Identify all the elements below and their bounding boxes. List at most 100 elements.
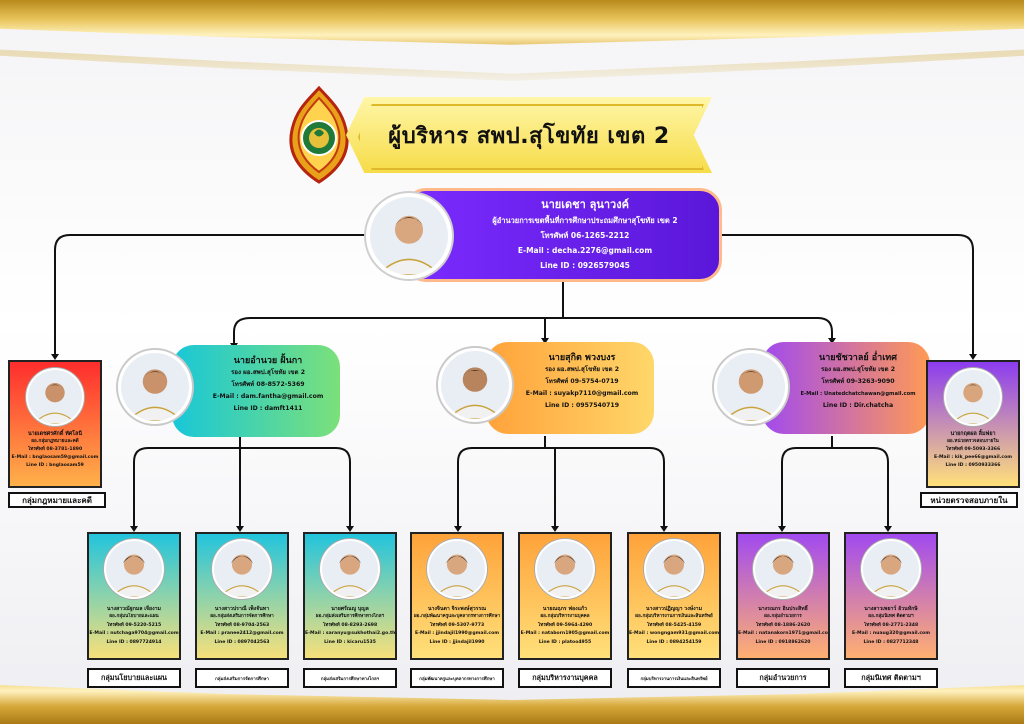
- side-email: E-Mail : bnglaosam59@gmail.com: [11, 455, 99, 460]
- staff-card: นางจินตา จิระพงษ์สุวรรณผอ.กลุ่มพัฒนาครูแ…: [410, 532, 504, 660]
- staff-phone: โทรศัพท์ 08-8293-2698: [322, 622, 378, 628]
- staff-line-id: Line ID : 0894254159: [646, 639, 702, 645]
- staff-phone: โทรศัพท์ 08-2771-2348: [863, 622, 919, 628]
- person-portrait-icon: [717, 353, 785, 421]
- deputy-email: E-Mail : dam.fantha@gmail.com: [212, 393, 324, 400]
- staff-name: นายณฤภร ฟองแก้ว: [542, 606, 588, 612]
- person-portrait-icon: [537, 541, 593, 597]
- deputy-card-1: นายอำนวย ฝั้นกา รอง ผอ.สพป.สุโขทัย เขต 2…: [172, 345, 340, 437]
- staff-line-id: Line ID : 0918862620: [755, 639, 811, 645]
- deputy-line-id: Line ID : Dir.chatcha: [822, 402, 894, 409]
- staff-photo: [320, 539, 380, 599]
- person-portrait-icon: [322, 541, 378, 597]
- staff-position: ผอ.กลุ่มนโยบายและแผน: [109, 614, 159, 620]
- person-portrait-icon: [646, 541, 702, 597]
- staff-phone: โทรศัพท์ 09-5964-4290: [537, 622, 593, 628]
- staff-card: นางรณกร อินประสิทธิ์ผอ.กลุ่มอำนวยการโทรศ…: [736, 532, 830, 660]
- side-label-audit: หน่วยตรวจสอบภายใน: [920, 492, 1018, 508]
- side-card-legal: นายเดชศรศักดิ์ ทัศโลนี ผอ.กลุ่มกฎหมายและ…: [8, 360, 102, 488]
- deputy-phone: โทรศัพท์ 09-3263-9090: [821, 378, 895, 385]
- staff-card: นางสาวปราณี เพ็งจันทาผอ.กลุ่มส่งเสริมการ…: [195, 532, 289, 660]
- staff-line-id: Line ID : kicaru1535: [324, 639, 376, 645]
- deputy-email: E-Mail : Unatedchatchawan@gmail.com: [800, 391, 916, 397]
- deputy-position: รอง ผอ.สพป.สุโขทัย เขต 2: [544, 366, 620, 373]
- page-title: ผู้บริหาร สพป.สุโขทัย เขต 2: [388, 123, 670, 149]
- staff-photo: [212, 539, 272, 599]
- staff-group-label: กลุ่มนโยบายและแผน: [87, 668, 181, 688]
- staff-email: E-Mail : wongngam931@gmail.com: [629, 631, 719, 637]
- deputy-name: นายอำนวย ฝั้นกา: [233, 356, 303, 366]
- side-name: นายกฤตผล ลิ้มฟยา: [950, 431, 996, 437]
- staff-group-label: กลุ่มส่งเสริมการจัดการศึกษา: [195, 668, 289, 688]
- staff-photo: [427, 539, 487, 599]
- staff-phone: โทรศัพท์ 08-9704-2563: [214, 622, 270, 628]
- staff-photo: [753, 539, 813, 599]
- staff-group-label: กลุ่มบริหารงานการเงินและสินทรัพย์: [627, 668, 721, 688]
- staff-photo: [104, 539, 164, 599]
- staff-phone: โทรศัพท์ 09-5220-5215: [106, 622, 162, 628]
- side-photo-legal: [26, 368, 84, 426]
- person-portrait-icon: [214, 541, 270, 597]
- staff-email: E-Mail : saranyu@sukhothai2.go.th: [305, 631, 395, 637]
- person-portrait-icon: [370, 197, 448, 275]
- person-portrait-icon: [429, 541, 485, 597]
- staff-email: E-Mail : natanakorn1971@gmail.com: [738, 631, 828, 637]
- director-email: E-Mail : decha.2276@gmail.com: [517, 246, 653, 255]
- staff-line-id: Line ID : 0897042563: [214, 639, 270, 645]
- staff-email: E-Mail : nutchaga9704@gmail.com: [89, 631, 179, 637]
- staff-card: นางสาวเพยาว์ อ้วนทักษิผอ.กลุ่มนิเทศ ติดต…: [844, 532, 938, 660]
- deputy-card-2: นายสุกิต พวงบงร รอง ผอ.สพป.สุโขทัย เขต 2…: [486, 342, 654, 434]
- staff-name: นางสาวณัฐกมล เจียงาม: [107, 606, 161, 612]
- staff-line-id: Line ID : 0827712348: [863, 639, 919, 645]
- sukhothai-seal-emblem-icon: [289, 86, 349, 184]
- staff-phone: โทรศัพท์ 09-5307-9773: [429, 622, 485, 628]
- deputy-phone: โทรศัพท์ 08-8572-5369: [231, 381, 305, 388]
- deputy-position: รอง ผอ.สพป.สุโขทัย เขต 2: [820, 366, 896, 373]
- staff-email: E-Mail : nataborn1905@gmail.com: [520, 631, 610, 637]
- staff-group-label: กลุ่มส่งเสริมการศึกษาทางไกลฯ: [303, 668, 397, 688]
- deputy-phone: โทรศัพท์ 09-5754-0719: [545, 378, 619, 385]
- staff-group-label: กลุ่มพัฒนาครูและบุคลากรทางการศึกษา: [410, 668, 504, 688]
- staff-group-label: กลุ่มอำนวยการ: [736, 668, 830, 688]
- staff-position: ผอ.กลุ่มนิเทศ ติดตามฯ: [868, 614, 914, 620]
- staff-line-id: Line ID : jjindajil1990: [429, 639, 485, 645]
- side-label-legal: กลุ่มกฎหมายและคดี: [8, 492, 106, 508]
- staff-line-id: Line ID : 0897724914: [106, 639, 162, 645]
- deputy-line-id: Line ID : 0957540719: [544, 402, 620, 409]
- staff-name: นายศรัณญู บุญล: [331, 606, 369, 612]
- staff-card: นางสาวปฏิญญา วงษ์งามผอ.กลุ่มบริหารงานการ…: [627, 532, 721, 660]
- person-portrait-icon: [946, 370, 1000, 424]
- title-banner-border: [358, 104, 704, 170]
- director-card: นายเดชา ลุนาวงค์ ผู้อำนวยการเขตพื้นที่กา…: [404, 188, 722, 282]
- deputy-photo-1: [118, 350, 192, 424]
- person-portrait-icon: [755, 541, 811, 597]
- deputy-photo-2: [438, 348, 512, 422]
- director-phone: โทรศัพท์ 06-1265-2212: [540, 231, 630, 240]
- staff-photo: [644, 539, 704, 599]
- deputy-position: รอง ผอ.สพป.สุโขทัย เขต 2: [230, 369, 306, 376]
- staff-position: ผอ.กลุ่มส่งเสริมการศึกษาทางไกลฯ: [315, 614, 385, 620]
- person-portrait-icon: [863, 541, 919, 597]
- staff-email: E-Mail : nuaug320@gmail.com: [851, 631, 931, 637]
- side-position: ผอ.กลุ่มกฎหมายและคดี: [31, 439, 79, 444]
- director-line-id: Line ID : 0926579045: [540, 261, 630, 270]
- staff-name: นางสาวปฏิญญา วงษ์งาม: [645, 606, 703, 612]
- side-card-audit: นายกฤตผล ลิ้มฟยา ผอ.หน่วยตรวจสอบภายใน โท…: [926, 360, 1020, 488]
- staff-email: E-Mail : pranee2412@gmail.com: [200, 631, 284, 637]
- side-phone: โทรศัพท์ 09-5093-3366: [945, 447, 1001, 452]
- deputy-name: นายสุกิต พวงบงร: [548, 353, 616, 363]
- side-line-id: Line ID : 0950933366: [945, 463, 1001, 468]
- director-position: ผู้อำนวยการเขตพื้นที่การศึกษาประถมศึกษาส…: [492, 216, 678, 225]
- staff-photo: [861, 539, 921, 599]
- side-name: นายเดชศรศักดิ์ ทัศโลนี: [27, 431, 83, 437]
- staff-position: ผอ.กลุ่มพัฒนาครูและบุคลากรทางการศึกษา: [413, 614, 501, 620]
- staff-phone: โทรศัพท์ 08-5425-4159: [646, 622, 702, 628]
- staff-email: E-Mail : jjindajil1990@gmail.com: [414, 631, 500, 637]
- staff-card: นายศรัณญู บุญลผอ.กลุ่มส่งเสริมการศึกษาทา…: [303, 532, 397, 660]
- staff-photo: [535, 539, 595, 599]
- title-banner: ผู้บริหาร สพป.สุโขทัย เขต 2: [346, 97, 712, 173]
- staff-group-label: กลุ่มนิเทศ ติดตามฯ: [844, 668, 938, 688]
- deputy-line-id: Line ID : damft1411: [233, 405, 303, 412]
- person-portrait-icon: [106, 541, 162, 597]
- director-name: นายเดชา ลุนาวงค์: [541, 198, 629, 211]
